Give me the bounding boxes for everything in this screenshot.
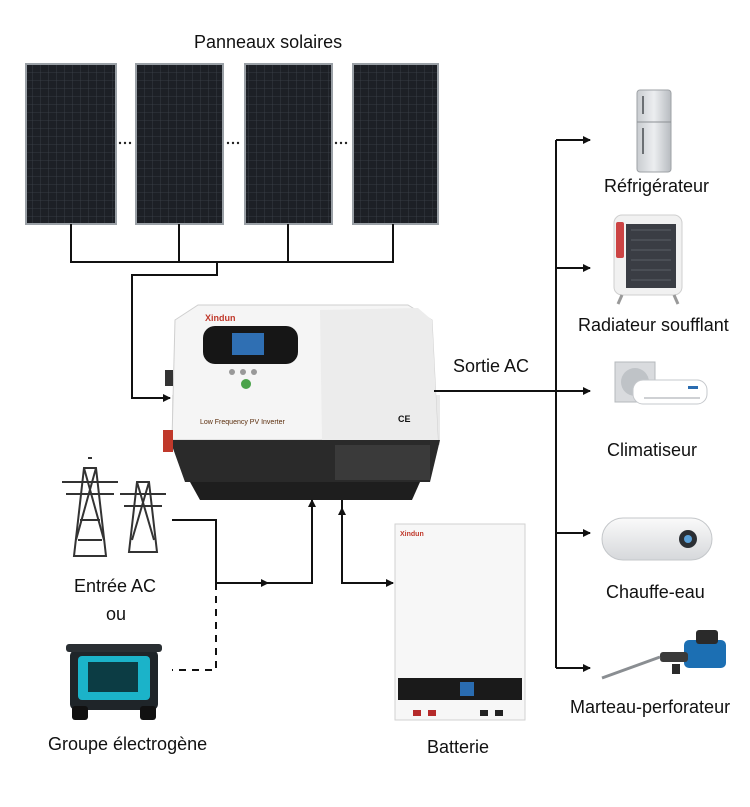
or-label: ou bbox=[106, 604, 127, 624]
battery-label: Batterie bbox=[427, 737, 490, 757]
panel-wiring bbox=[70, 224, 394, 402]
load-label-heater: Radiateur soufflant bbox=[578, 315, 729, 335]
water-heater-icon bbox=[601, 517, 713, 561]
solar-panel-2 bbox=[135, 63, 224, 225]
solar-panel-4 bbox=[352, 63, 439, 225]
output-label: Sortie AC bbox=[453, 356, 530, 376]
generator-label: Groupe électrogène bbox=[48, 734, 208, 754]
air-conditioner-icon bbox=[614, 361, 708, 405]
grid-input-label: Entrée AC bbox=[74, 576, 157, 596]
power-pylon-icon bbox=[62, 457, 166, 557]
load-label-fridge: Réfrigérateur bbox=[604, 176, 710, 196]
rotary-hammer-icon bbox=[601, 630, 726, 680]
page-title: Panneaux solaires bbox=[194, 32, 343, 52]
generator-icon bbox=[66, 644, 162, 720]
solar-panel-1 bbox=[25, 63, 117, 225]
load-label-rotary-hammer: Marteau-perforateur bbox=[570, 697, 731, 717]
inverter-brand: Xindun bbox=[205, 313, 236, 323]
load-label-air-conditioner: Climatiseur bbox=[607, 440, 698, 460]
battery-icon bbox=[394, 523, 526, 721]
fridge-icon bbox=[636, 89, 672, 173]
ce-mark: CE bbox=[398, 414, 411, 424]
panel-ellipsis bbox=[118, 141, 348, 145]
input-wiring bbox=[172, 499, 394, 671]
output-wiring bbox=[434, 136, 591, 672]
inverter bbox=[163, 304, 440, 500]
battery-brand: Xindun bbox=[400, 531, 424, 538]
heater-icon bbox=[613, 214, 683, 305]
inverter-model-label: Low Frequency PV Inverter bbox=[200, 419, 285, 426]
load-label-water-heater: Chauffe-eau bbox=[606, 582, 705, 602]
solar-panel-3 bbox=[244, 63, 333, 225]
